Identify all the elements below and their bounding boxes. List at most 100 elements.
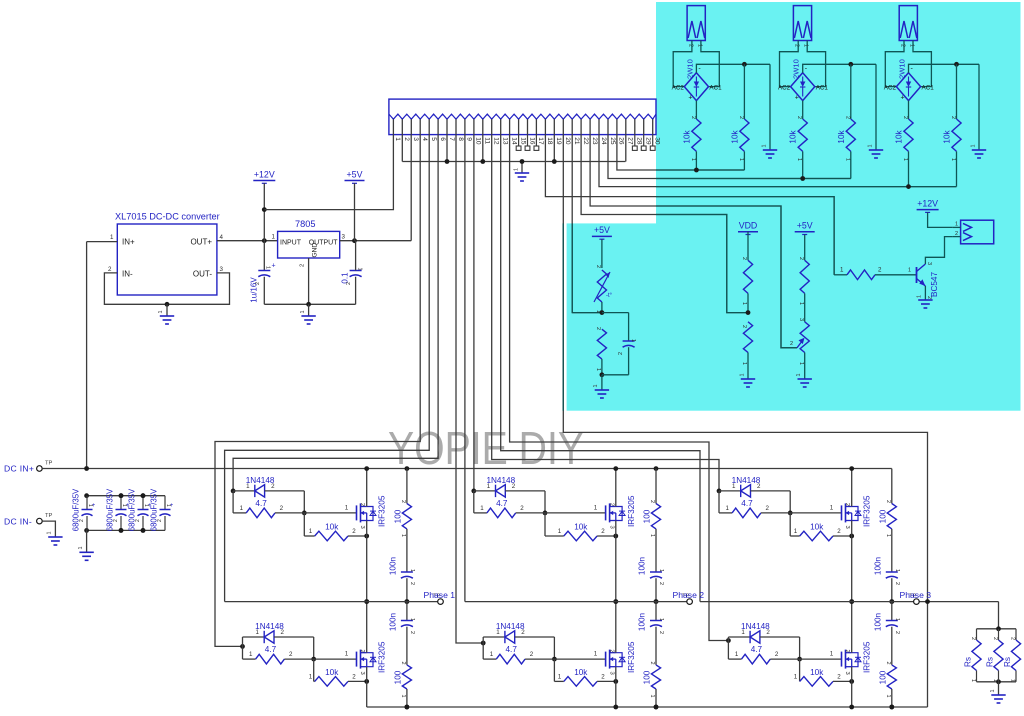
svg-text:10k: 10k	[789, 129, 798, 143]
svg-text:11: 11	[484, 137, 491, 144]
svg-text:2: 2	[690, 116, 696, 119]
svg-text:2: 2	[601, 528, 605, 535]
svg-text:IN-: IN-	[122, 270, 133, 279]
svg-text:30: 30	[654, 137, 661, 145]
svg-text:2: 2	[520, 505, 524, 512]
svg-text:1: 1	[514, 168, 520, 171]
svg-text:2: 2	[271, 483, 275, 490]
svg-text:2: 2	[608, 650, 614, 653]
svg-text:2: 2	[512, 483, 516, 490]
svg-text:IRF3205: IRF3205	[863, 495, 872, 527]
svg-text:2: 2	[409, 582, 415, 585]
svg-text:Phase 1: Phase 1	[424, 590, 456, 600]
svg-text:6: 6	[439, 137, 446, 141]
svg-text:100: 100	[643, 670, 652, 684]
svg-text:IRF3205: IRF3205	[863, 641, 872, 673]
svg-text:1: 1	[844, 158, 850, 161]
svg-text:1: 1	[796, 158, 802, 161]
svg-text:1: 1	[726, 505, 730, 512]
svg-text:2: 2	[521, 629, 525, 636]
svg-text:+5V: +5V	[347, 169, 363, 179]
svg-text:2: 2	[766, 629, 770, 636]
svg-text:1: 1	[558, 674, 562, 681]
svg-text:2: 2	[108, 266, 112, 273]
svg-text:25: 25	[609, 137, 616, 145]
svg-text:1: 1	[970, 679, 976, 682]
svg-text:2: 2	[649, 500, 655, 503]
svg-text:3: 3	[359, 672, 365, 675]
svg-text:1: 1	[158, 310, 164, 313]
svg-text:2: 2	[400, 662, 406, 665]
svg-text:1: 1	[87, 504, 93, 507]
svg-text:10k: 10k	[682, 129, 691, 143]
svg-text:1: 1	[690, 158, 696, 161]
svg-text:+: +	[272, 263, 276, 270]
svg-text:1u/16V: 1u/16V	[250, 277, 259, 303]
svg-text:10k: 10k	[810, 668, 824, 677]
svg-text:2: 2	[595, 327, 601, 330]
svg-text:4.7: 4.7	[506, 645, 518, 654]
svg-text:1: 1	[830, 651, 834, 658]
svg-text:DC IN-: DC IN-	[4, 517, 32, 527]
svg-text:1: 1	[894, 569, 900, 572]
svg-text:1: 1	[971, 144, 977, 147]
svg-text:5: 5	[430, 137, 437, 141]
svg-text:1: 1	[762, 144, 768, 147]
svg-text:8: 8	[457, 137, 464, 141]
svg-text:2: 2	[844, 650, 850, 653]
svg-text:+: +	[148, 502, 152, 509]
svg-text:1: 1	[741, 629, 745, 636]
svg-text:4.7: 4.7	[265, 645, 277, 654]
svg-text:2: 2	[359, 650, 365, 653]
svg-text:10k: 10k	[325, 668, 339, 677]
svg-text:1: 1	[649, 695, 655, 698]
svg-text:1: 1	[595, 310, 601, 313]
svg-text:2: 2	[844, 116, 850, 119]
svg-text:1: 1	[796, 373, 802, 376]
svg-text:2: 2	[741, 257, 747, 260]
svg-text:10k: 10k	[943, 129, 952, 143]
svg-text:-: -	[805, 66, 808, 73]
svg-text:1: 1	[696, 44, 702, 47]
svg-text:26: 26	[618, 137, 625, 145]
svg-text:2: 2	[658, 631, 664, 634]
svg-text:2: 2	[950, 116, 956, 119]
svg-text:1: 1	[143, 504, 149, 507]
svg-text:2: 2	[955, 231, 958, 237]
svg-text:100n: 100n	[638, 556, 647, 575]
svg-text:1: 1	[78, 546, 84, 549]
svg-text:4.7: 4.7	[741, 499, 753, 508]
svg-text:1: 1	[894, 618, 900, 621]
svg-text:7: 7	[448, 137, 455, 141]
svg-text:-: -	[698, 66, 701, 73]
svg-text:IRF3205: IRF3205	[378, 495, 387, 527]
svg-text:1: 1	[794, 674, 798, 681]
svg-text:1: 1	[990, 689, 996, 692]
svg-text:1: 1	[249, 651, 253, 658]
svg-text:3: 3	[412, 137, 419, 141]
svg-text:3: 3	[798, 318, 804, 321]
svg-text:1: 1	[490, 651, 494, 658]
svg-text:6800uF/35V: 6800uF/35V	[106, 488, 115, 531]
svg-text:3: 3	[359, 526, 365, 529]
svg-text:22: 22	[582, 137, 589, 145]
svg-text:20: 20	[564, 137, 571, 145]
svg-text:1: 1	[794, 528, 798, 535]
svg-text:18: 18	[546, 137, 553, 145]
svg-text:1: 1	[741, 302, 747, 305]
svg-text:+: +	[92, 502, 96, 509]
svg-text:1N4148: 1N4148	[741, 622, 770, 631]
svg-text:IRF3205: IRF3205	[627, 641, 636, 673]
svg-text:IRF3205: IRF3205	[378, 641, 387, 673]
svg-text:2: 2	[900, 44, 906, 47]
svg-text:1: 1	[300, 310, 306, 313]
svg-text:14: 14	[510, 137, 517, 145]
svg-text:1: 1	[741, 362, 747, 365]
svg-text:1: 1	[593, 384, 599, 387]
svg-text:OUT+: OUT+	[190, 238, 212, 247]
svg-text:3: 3	[926, 262, 932, 265]
svg-text:10k: 10k	[574, 523, 588, 532]
svg-text:2: 2	[926, 296, 932, 299]
svg-text:2: 2	[790, 341, 793, 347]
svg-text:2: 2	[775, 651, 779, 658]
